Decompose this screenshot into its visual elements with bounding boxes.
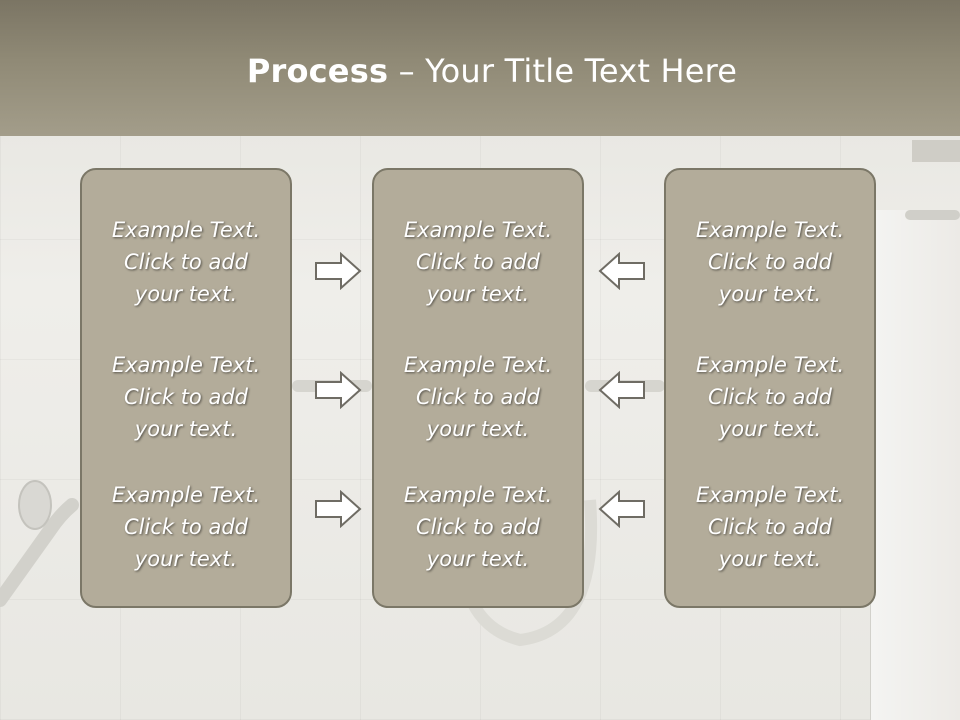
text-line: Example Text. [111, 483, 261, 507]
placeholder-text[interactable]: Example Text. Click to add your text. [666, 349, 874, 445]
text-line: Click to add [123, 515, 248, 539]
text-line: Example Text. [695, 483, 845, 507]
text-line: your text. [426, 547, 530, 571]
text-line: Example Text. [695, 353, 845, 377]
text-line: your text. [718, 547, 822, 571]
text-line: Click to add [415, 250, 540, 274]
text-line: Example Text. [403, 483, 553, 507]
slide-title[interactable]: Process – Your Title Text Here [0, 52, 960, 90]
right-arrow-icon [315, 252, 362, 290]
text-line: Click to add [123, 250, 248, 274]
placeholder-text[interactable]: Example Text. Click to add your text. [82, 214, 290, 310]
text-line: your text. [426, 417, 530, 441]
placeholder-text[interactable]: Example Text. Click to add your text. [374, 479, 582, 575]
text-line: Click to add [415, 385, 540, 409]
text-line: Click to add [707, 515, 832, 539]
text-line: your text. [718, 417, 822, 441]
placeholder-text[interactable]: Example Text. Click to add your text. [374, 349, 582, 445]
text-line: Click to add [707, 385, 832, 409]
text-line: your text. [134, 282, 238, 306]
text-line: Example Text. [111, 218, 261, 242]
title-rest: – Your Title Text Here [388, 52, 738, 90]
text-line: your text. [134, 417, 238, 441]
right-arrow-icon [315, 371, 362, 409]
left-arrow-icon [598, 371, 645, 409]
placeholder-text[interactable]: Example Text. Click to add your text. [82, 479, 290, 575]
text-line: Click to add [123, 385, 248, 409]
text-line: your text. [426, 282, 530, 306]
placeholder-text[interactable]: Example Text. Click to add your text. [666, 479, 874, 575]
text-line: Click to add [415, 515, 540, 539]
title-bold: Process [246, 52, 389, 90]
text-box-left[interactable]: Example Text. Click to add your text. Ex… [80, 168, 292, 608]
text-line: Click to add [707, 250, 832, 274]
placeholder-text[interactable]: Example Text. Click to add your text. [374, 214, 582, 310]
text-box-center[interactable]: Example Text. Click to add your text. Ex… [372, 168, 584, 608]
text-line: your text. [134, 547, 238, 571]
left-arrow-icon [598, 490, 645, 528]
text-line: Example Text. [695, 218, 845, 242]
text-line: your text. [718, 282, 822, 306]
text-line: Example Text. [403, 353, 553, 377]
right-arrow-icon [315, 490, 362, 528]
left-arrow-icon [598, 252, 645, 290]
text-line: Example Text. [403, 218, 553, 242]
text-line: Example Text. [111, 353, 261, 377]
background-partition [870, 210, 960, 720]
placeholder-text[interactable]: Example Text. Click to add your text. [82, 349, 290, 445]
text-box-right[interactable]: Example Text. Click to add your text. Ex… [664, 168, 876, 608]
title-bar [0, 0, 960, 136]
placeholder-text[interactable]: Example Text. Click to add your text. [666, 214, 874, 310]
